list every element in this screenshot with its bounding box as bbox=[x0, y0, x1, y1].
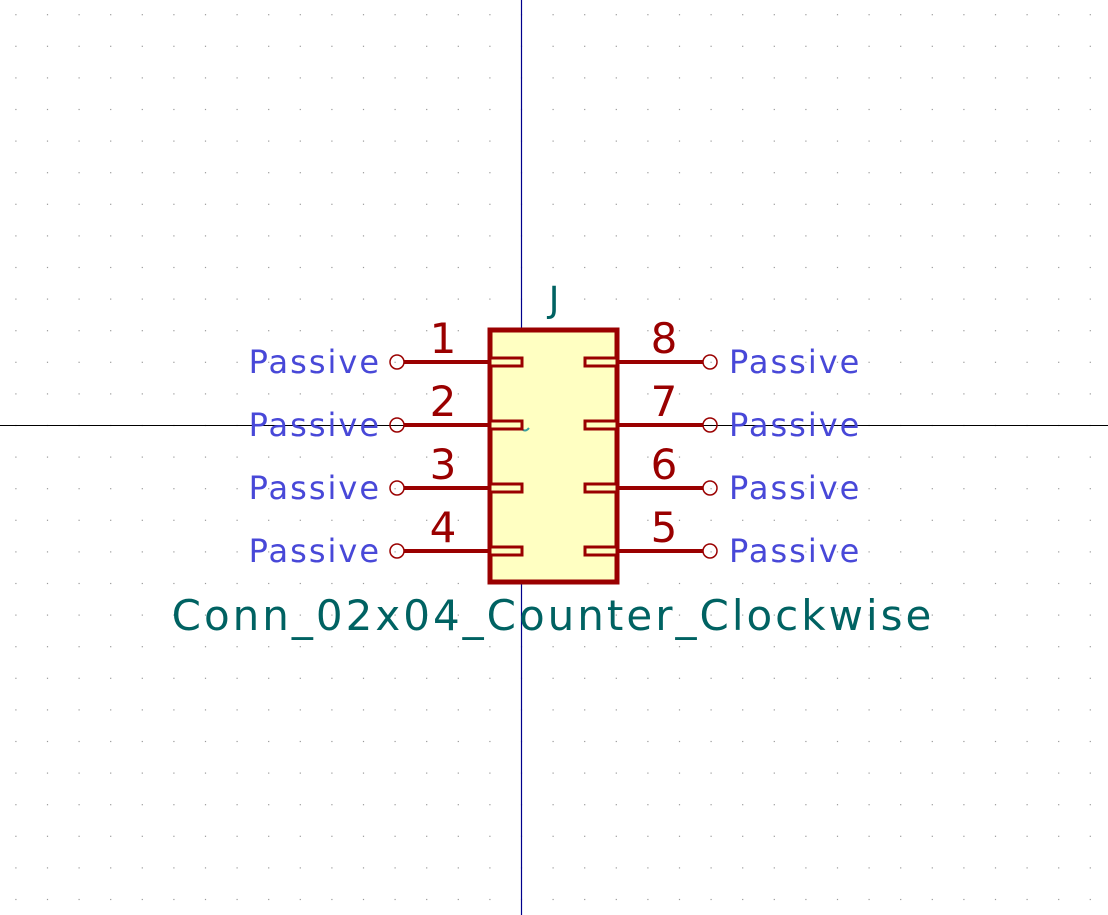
right-pin-group: 8 Passive 7 Passive 6 Passive 5 Passive bbox=[583, 314, 861, 570]
pin-type-label: Passive bbox=[249, 469, 381, 507]
pin-endpoint-icon bbox=[702, 543, 718, 559]
pin-stub bbox=[488, 419, 524, 431]
pin-stub bbox=[583, 356, 619, 368]
pin-number: 4 bbox=[430, 503, 457, 552]
pin-number: 5 bbox=[651, 503, 678, 552]
pin-number: 1 bbox=[430, 314, 457, 363]
pin-endpoint-icon bbox=[389, 543, 405, 559]
pin-7[interactable]: 7 Passive bbox=[583, 377, 861, 444]
pin-6[interactable]: 6 Passive bbox=[583, 440, 861, 507]
pin-3[interactable]: 3 Passive bbox=[249, 440, 524, 507]
pin-type-label: Passive bbox=[249, 406, 381, 444]
pin-5[interactable]: 5 Passive bbox=[583, 503, 861, 570]
pin-stub bbox=[488, 356, 524, 368]
pin-8[interactable]: 8 Passive bbox=[583, 314, 861, 381]
pin-type-label: Passive bbox=[729, 532, 861, 570]
pin-stub bbox=[583, 419, 619, 431]
pin-endpoint-icon bbox=[702, 354, 718, 370]
pin-number: 6 bbox=[651, 440, 678, 489]
pin-stub bbox=[583, 545, 619, 557]
pin-number: 2 bbox=[430, 377, 457, 426]
pin-endpoint-icon bbox=[702, 417, 718, 433]
pin-stub bbox=[583, 482, 619, 494]
pin-endpoint-icon bbox=[389, 480, 405, 496]
pin-endpoint-icon bbox=[389, 354, 405, 370]
reference-designator[interactable]: J bbox=[547, 280, 560, 321]
pin-stub bbox=[488, 482, 524, 494]
pin-4[interactable]: 4 Passive bbox=[249, 503, 524, 570]
pin-number: 8 bbox=[651, 314, 678, 363]
pin-endpoint-icon bbox=[389, 417, 405, 433]
pin-1[interactable]: 1 Passive bbox=[249, 314, 524, 381]
symbol-value[interactable]: Conn_02x04_Counter_Clockwise bbox=[172, 591, 935, 640]
pin-number: 3 bbox=[430, 440, 457, 489]
pin-type-label: Passive bbox=[729, 469, 861, 507]
pin-type-label: Passive bbox=[249, 343, 381, 381]
pin-number: 7 bbox=[651, 377, 678, 426]
left-pin-group: 1 Passive 2 Passive 3 Passive 4 Passive bbox=[249, 314, 524, 570]
pin-type-label: Passive bbox=[729, 343, 861, 381]
connector-body[interactable] bbox=[487, 327, 620, 585]
pin-stub bbox=[488, 545, 524, 557]
pin-type-label: Passive bbox=[729, 406, 861, 444]
pin-type-label: Passive bbox=[249, 532, 381, 570]
pin-2[interactable]: 2 Passive bbox=[249, 377, 524, 444]
pin-endpoint-icon bbox=[702, 480, 718, 496]
